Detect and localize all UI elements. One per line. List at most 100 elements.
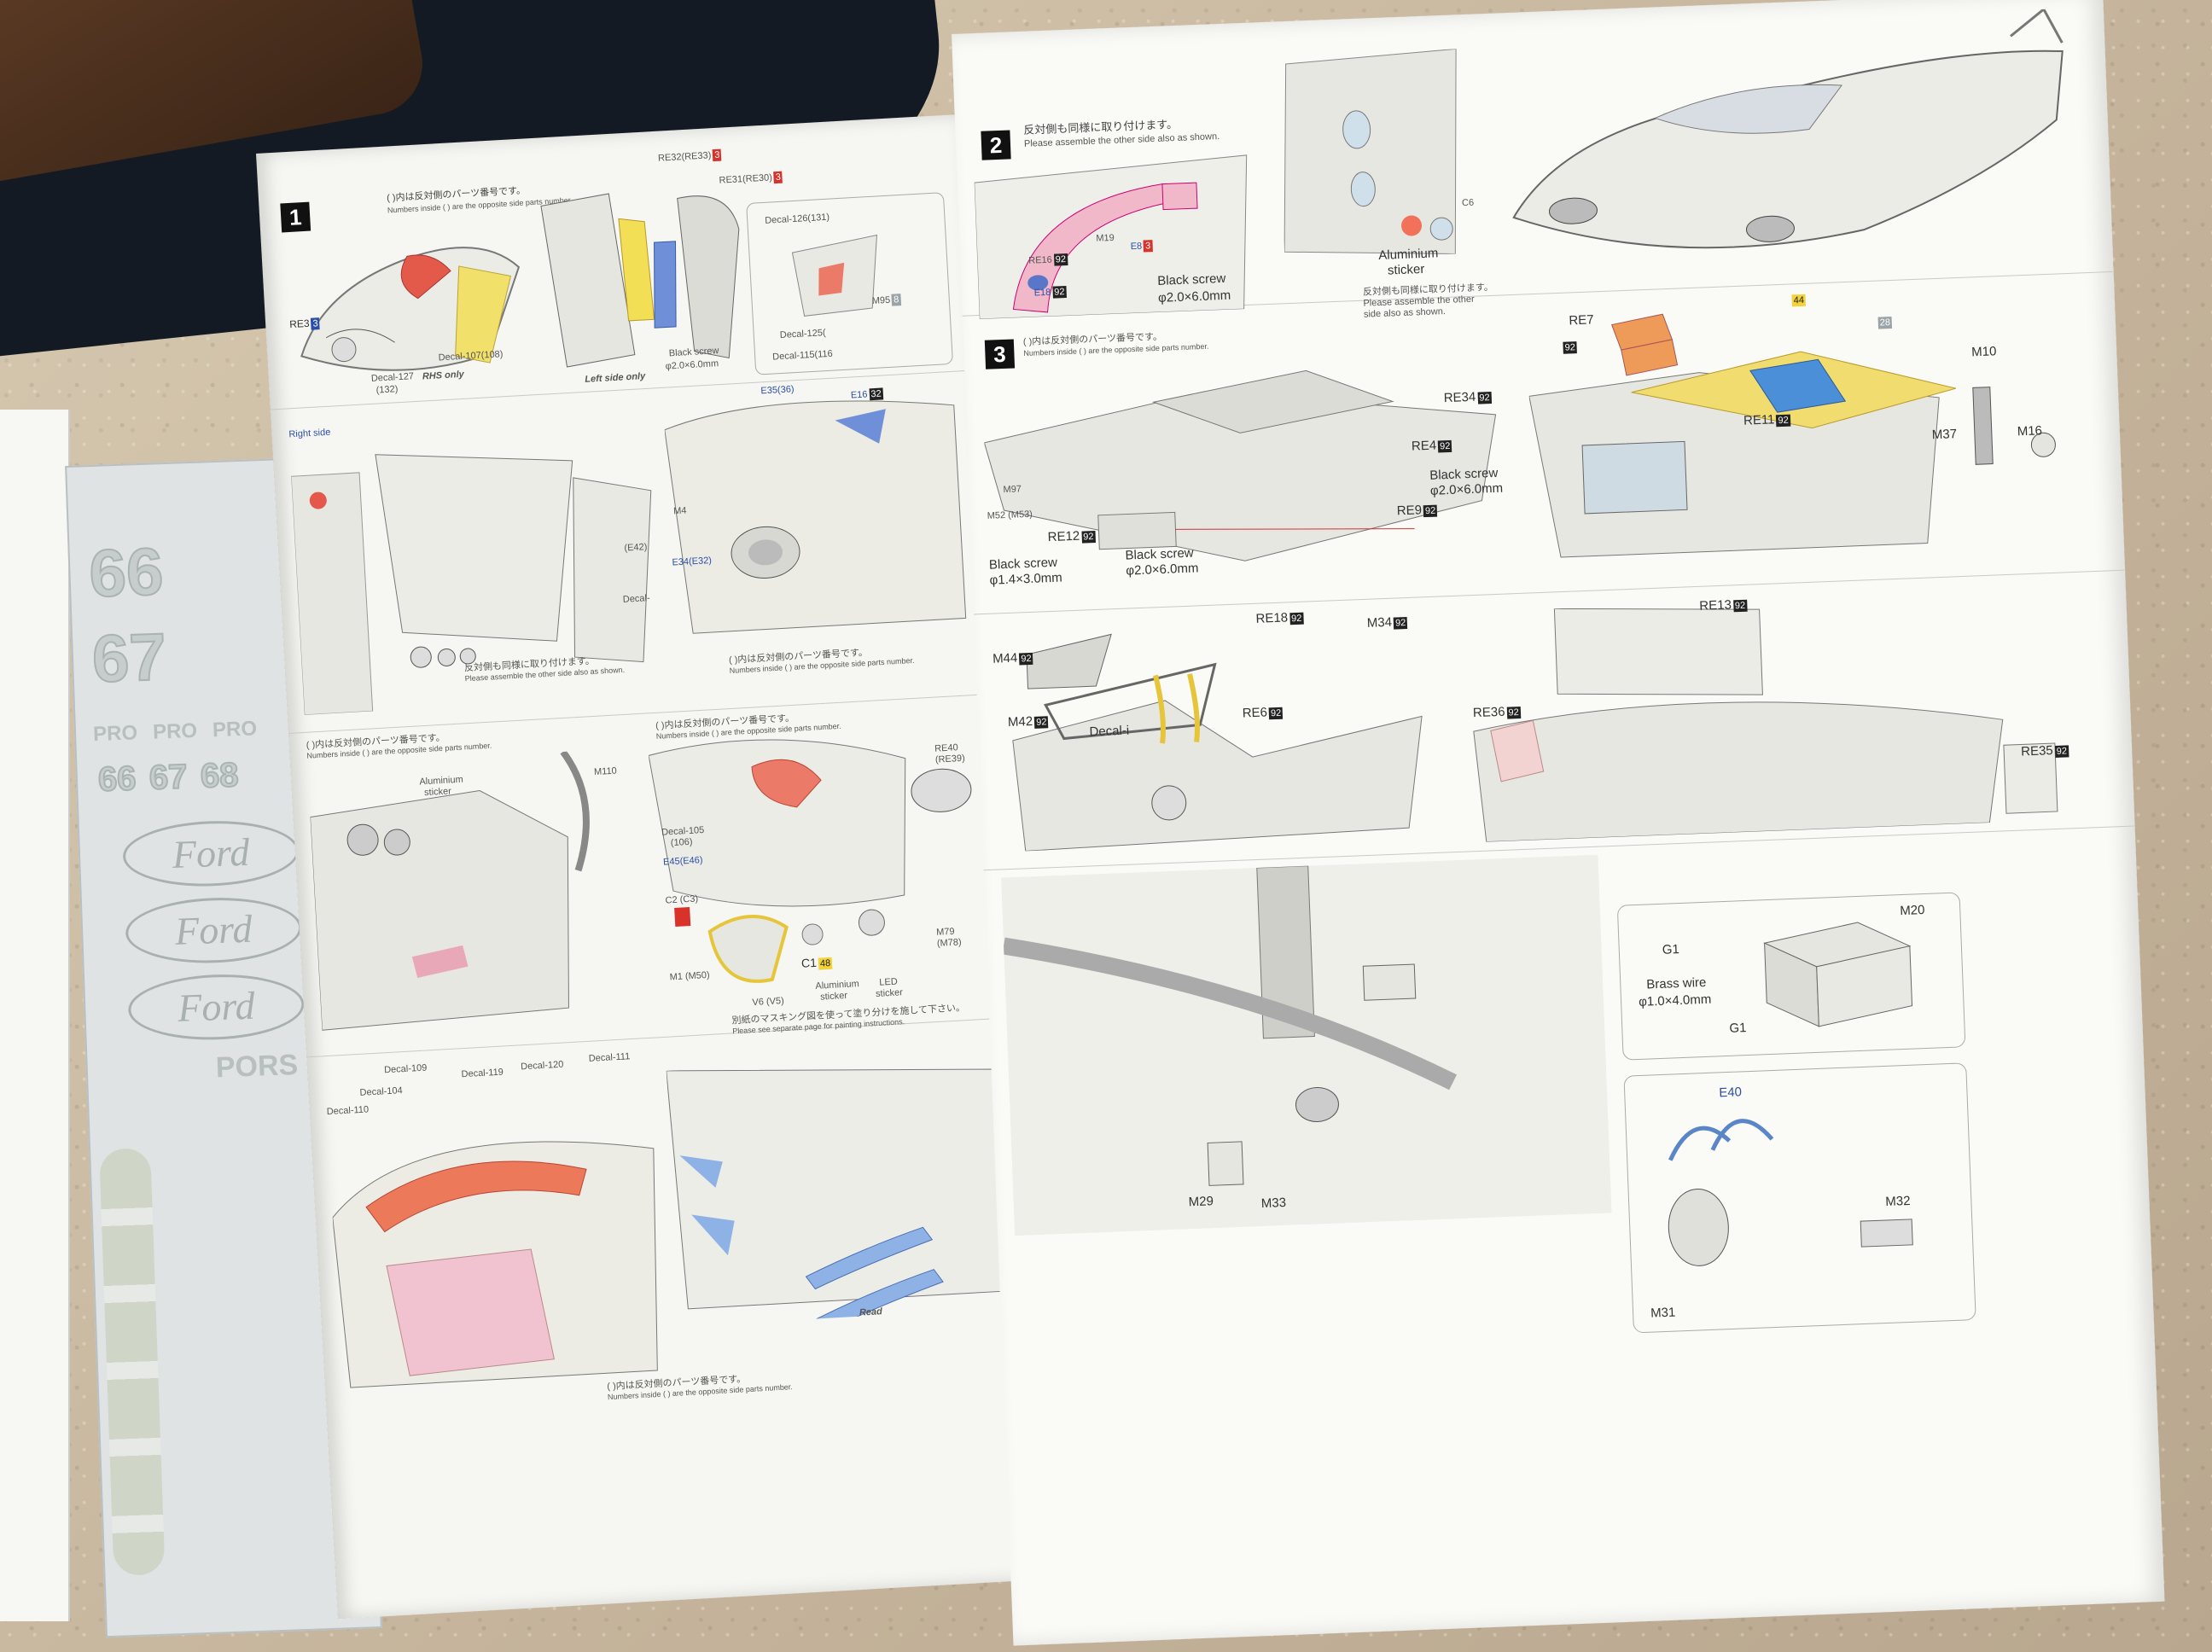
rear-fascia-drawing bbox=[666, 1068, 1004, 1327]
rear-body-drawing bbox=[332, 1141, 658, 1388]
part-label: V6 (V5) bbox=[752, 996, 785, 1009]
part-label: M19 bbox=[1096, 232, 1115, 244]
part-label: M29 bbox=[1188, 1194, 1214, 1210]
instruction-page-right: 2 反対側も同様に取り付けます。 Please assemble the oth… bbox=[952, 0, 2165, 1646]
step-1c-panel: ( )内は反対側のパーツ番号です。 Numbers inside ( ) are… bbox=[288, 694, 1005, 1058]
screw-dim: φ2.0×6.0mm bbox=[1429, 480, 1504, 498]
decal-label: Decal-120 bbox=[520, 1059, 564, 1073]
part-label: M37 bbox=[1931, 427, 1958, 443]
decal-label: Decal-109 bbox=[383, 1062, 428, 1076]
part-label: 28 bbox=[1876, 314, 1893, 330]
screw-dim: φ1.4×3.0mm bbox=[989, 570, 1063, 588]
wire-label: Brass wire bbox=[1646, 974, 1707, 992]
decal-label: Decal-126(131) bbox=[764, 212, 830, 226]
decal-pro: PRO bbox=[92, 721, 138, 747]
brass-wire-detail-box: M20 G1 Brass wire φ1.0×4.0mm G1 bbox=[1616, 892, 1966, 1061]
lhs-note: Left side only bbox=[585, 370, 646, 385]
decal-pro: PRO bbox=[212, 717, 258, 742]
door-frame-drawing bbox=[974, 154, 1248, 319]
decal-part-drawing bbox=[791, 234, 878, 317]
step-1d-panel: Decal-109 Decal-104 Decal-119 Decal-120 … bbox=[306, 1018, 1025, 1415]
part-label: M16 bbox=[2017, 423, 2043, 439]
wire-dim: φ1.0×4.0mm bbox=[1638, 992, 1712, 1009]
step-3c-panel: M29 M33 M20 G1 Brass wire φ1.0×4.0mm G1 … bbox=[984, 825, 2165, 1637]
ford-logo-decal: Ford bbox=[121, 817, 300, 889]
front-assembly-drawing bbox=[290, 454, 652, 715]
right-side-label: Right side bbox=[288, 427, 331, 440]
part-label: (E42) bbox=[624, 542, 648, 554]
part-label: G1 bbox=[1729, 1021, 1747, 1036]
decal-label: Decal-111 bbox=[588, 1051, 631, 1064]
sticker-label: sticker bbox=[875, 987, 904, 999]
screw-dim: φ2.0×6.0mm bbox=[1125, 561, 1199, 579]
part-label: C2 (C3) bbox=[665, 893, 699, 906]
exhaust-detail-box: E40 M32 M31 bbox=[1623, 1062, 1976, 1334]
part-label: E34(E32) bbox=[672, 555, 713, 568]
part-label: C6 bbox=[1461, 197, 1475, 209]
part-label: M4 bbox=[672, 505, 687, 517]
sticker-label: sticker bbox=[1387, 261, 1425, 278]
decal-label: (106) bbox=[670, 836, 693, 849]
instruction-page-left: 1 ( )内は反対側のパーツ番号です。 Numbers inside ( ) a… bbox=[256, 114, 1037, 1620]
exhaust-drawing bbox=[1668, 1119, 1913, 1266]
side-mirror-drawing bbox=[1284, 48, 1457, 255]
part-label: M52 (M53) bbox=[987, 509, 1033, 521]
part-label: E35(36) bbox=[760, 384, 795, 397]
step-1-panel: 1 ( )内は反対側のパーツ番号です。 Numbers inside ( ) a… bbox=[256, 114, 969, 410]
decal-number: 66 bbox=[87, 532, 166, 612]
side-panel-drawing bbox=[540, 193, 740, 368]
part-label: M110 bbox=[593, 765, 618, 778]
part-label: E45(E46) bbox=[662, 855, 703, 868]
part-label: 44 bbox=[1790, 292, 1807, 308]
step-2-panel: 2 反対側も同様に取り付けます。 Please assemble the oth… bbox=[952, 0, 2114, 320]
part-label: 92 bbox=[1561, 339, 1578, 355]
part-label: (M78) bbox=[936, 937, 962, 949]
floor-detail-drawing bbox=[1000, 854, 1612, 1236]
decal-label: Decal-125( bbox=[779, 328, 826, 341]
screw-label: Black screw bbox=[1156, 270, 1226, 288]
red-note: Read bbox=[859, 1306, 883, 1318]
decal-label: Decal-i bbox=[1089, 723, 1130, 740]
decal-label: Decal-104 bbox=[359, 1085, 404, 1098]
step-3-panel: 3 ( )内は反対側のパーツ番号です。 Numbers inside ( ) a… bbox=[962, 270, 2126, 615]
interior-assembly-drawing bbox=[309, 749, 590, 1031]
part-label: RE32(RE33)3 bbox=[658, 148, 722, 166]
decal-pro: PRO bbox=[152, 718, 198, 744]
decal-number: 67 bbox=[90, 618, 168, 697]
part-label: M31 bbox=[1650, 1305, 1676, 1321]
completed-car-body-drawing bbox=[1512, 8, 2064, 249]
part-label: E40 bbox=[1718, 1085, 1743, 1101]
part-label: G1 bbox=[1662, 942, 1680, 957]
part-label: M97 bbox=[1003, 484, 1022, 496]
part-label: M10 bbox=[1970, 344, 1997, 360]
headlight-drawing bbox=[664, 400, 967, 634]
decal-label: Decal- bbox=[622, 593, 650, 605]
decal-label: Decal-119 bbox=[461, 1067, 504, 1080]
battery-box-drawing bbox=[1763, 922, 1913, 1027]
part-label: RE31(RE30)3 bbox=[719, 171, 783, 188]
rhs-note: RHS only bbox=[422, 369, 465, 382]
decal-text: PORS bbox=[215, 1048, 299, 1085]
step-1b-panel: Right side 反対側も同様に取り付けます。 Please assembl… bbox=[270, 369, 987, 734]
sticker-label: sticker bbox=[423, 786, 452, 799]
part-label: (RE39) bbox=[934, 753, 966, 765]
rear-wing-drawing bbox=[1473, 608, 2058, 843]
decal-label: Decal-115(116 bbox=[771, 348, 834, 363]
